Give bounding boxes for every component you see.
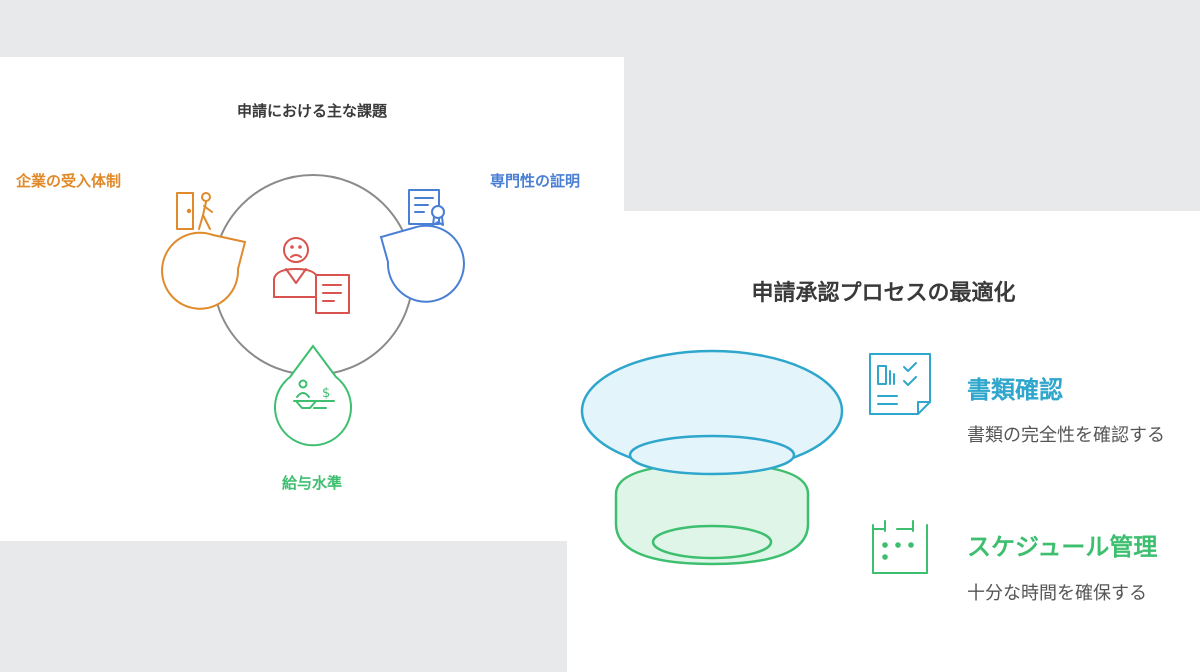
optimization-title: 申請承認プロセスの最適化 [751, 281, 1016, 306]
step-description-document-check: 書類の完全性を確認する [967, 425, 1165, 446]
certificate-icon [408, 189, 445, 226]
salary-scale-icon: $ [293, 379, 335, 409]
challenge-label-salary: 給与水準 [281, 474, 342, 492]
challenge-label-acceptance: 企業の受入体制 [16, 172, 122, 190]
challenge-droplet-acceptance [161, 231, 247, 310]
step-description-schedule: 十分な時間を確保する [967, 583, 1147, 604]
ring-schedule [614, 462, 810, 566]
ring-document-check [580, 349, 844, 476]
challenges-diagram: $ [161, 174, 465, 447]
door-person-icon [176, 192, 213, 230]
challenge-droplet-salary [274, 344, 352, 447]
worried-applicant-document-icon [273, 237, 350, 314]
calendar-icon [872, 520, 928, 574]
svg-text:$: $ [322, 386, 330, 401]
document-checklist-icon [869, 353, 931, 415]
challenge-label-expertise: 専門性の証明 [490, 172, 581, 190]
stacked-rings-diagram [580, 349, 931, 574]
optimization-panel: 申請承認プロセスの最適化 [567, 211, 1200, 672]
challenge-droplet-expertise [379, 224, 465, 303]
step-title-document-check: 書類確認 [967, 376, 1063, 404]
challenges-panel: 申請における主な課題 企業の受入体制 専門性の証明 給与水準 [0, 57, 624, 541]
challenges-title: 申請における主な課題 [236, 102, 387, 120]
step-title-schedule: スケジュール管理 [967, 533, 1158, 561]
